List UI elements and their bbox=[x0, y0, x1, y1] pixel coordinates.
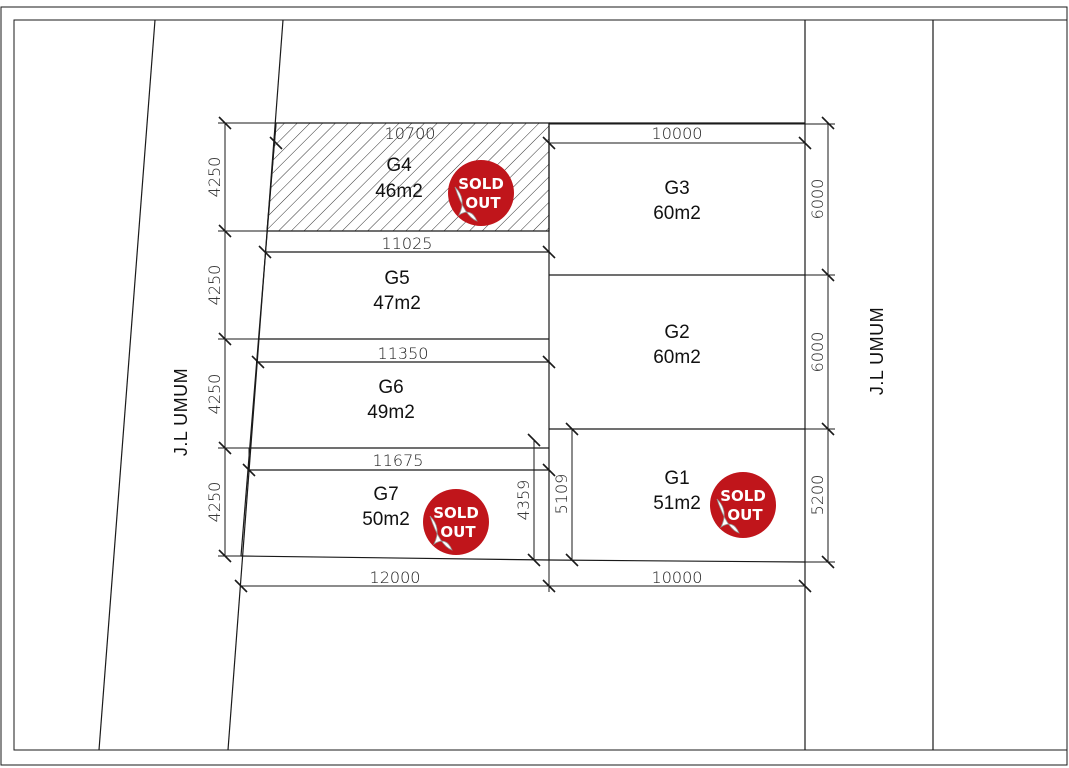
sold-out-sticker-g1: SOLD OUT bbox=[710, 472, 776, 538]
plot-g3-label[interactable]: G3 60m2 bbox=[653, 178, 701, 224]
dim-right-g1: 5200 bbox=[808, 475, 827, 516]
dim-left-g7: 4250 bbox=[205, 482, 224, 523]
plot-g7-bottom bbox=[240, 555, 550, 561]
plot-g7-area: 50m2 bbox=[362, 509, 410, 530]
left-road-edge-inner bbox=[227, 19, 284, 751]
plot-g4-label[interactable]: G4 46m2 bbox=[375, 155, 423, 202]
plot-g6-name: G6 bbox=[378, 377, 403, 398]
plot-g4-name: G4 bbox=[386, 155, 412, 176]
dim-top-right: 10000 bbox=[652, 124, 703, 143]
dim-left-g4: 4250 bbox=[205, 157, 224, 198]
plot-g1-name: G1 bbox=[664, 468, 689, 489]
dim-g7-depth: 4359 bbox=[514, 480, 533, 521]
dim-g7-width: 11675 bbox=[373, 451, 424, 470]
left-road-label: J.L UMUM bbox=[171, 368, 191, 456]
sold-out-sticker-g4: SOLD OUT bbox=[448, 160, 514, 226]
sticker-text-out: OUT bbox=[440, 523, 476, 541]
plot-g1-area: 51m2 bbox=[653, 493, 701, 514]
peel-corner-icon bbox=[454, 186, 478, 222]
sticker-text-sold: SOLD bbox=[720, 487, 766, 505]
dim-g6-width: 11350 bbox=[378, 344, 429, 363]
dim-g4-width: 10700 bbox=[385, 124, 436, 143]
dimension-ticks bbox=[218, 116, 835, 593]
plot-g5-name: G5 bbox=[384, 268, 409, 289]
plot-g2-name: G2 bbox=[664, 322, 689, 343]
left-road-edge-outer bbox=[98, 19, 156, 751]
plot-g6-area: 49m2 bbox=[367, 402, 415, 423]
sticker-text-sold: SOLD bbox=[433, 504, 479, 522]
plot-g7-label[interactable]: G7 50m2 bbox=[362, 484, 410, 530]
plot-g4-area: 46m2 bbox=[375, 181, 423, 202]
plot-g7-name: G7 bbox=[373, 484, 398, 505]
plot-g1-bottom bbox=[548, 559, 806, 563]
peel-corner-icon bbox=[716, 498, 740, 534]
dim-right-g2: 6000 bbox=[808, 332, 827, 373]
sticker-text-sold: SOLD bbox=[458, 175, 504, 193]
plot-g1-label[interactable]: G1 51m2 bbox=[653, 468, 701, 514]
dim-bottom-right: 10000 bbox=[652, 568, 703, 587]
plot-g5-area: 47m2 bbox=[373, 293, 421, 314]
dim-g1-depth: 5109 bbox=[552, 474, 571, 515]
plot-g3-name: G3 bbox=[664, 178, 689, 199]
sheet-inner-border bbox=[13, 19, 1068, 751]
sold-out-sticker-g7: SOLD OUT bbox=[423, 489, 489, 555]
plot-g5-label[interactable]: G5 47m2 bbox=[373, 268, 421, 314]
plot-g3-area: 60m2 bbox=[653, 203, 701, 224]
dim-left-g6: 4250 bbox=[205, 374, 224, 415]
sticker-text-out: OUT bbox=[465, 194, 501, 212]
dim-g5-width: 11025 bbox=[382, 234, 433, 253]
dim-left-g5: 4250 bbox=[205, 265, 224, 306]
sheet-outer-border bbox=[0, 6, 1068, 766]
right-road-label: J.L UMUM bbox=[867, 307, 887, 395]
peel-corner-icon bbox=[429, 515, 453, 551]
plot-g6-label[interactable]: G6 49m2 bbox=[367, 377, 415, 423]
sticker-text-out: OUT bbox=[727, 506, 763, 524]
plot-g2-area: 60m2 bbox=[653, 347, 701, 368]
dim-bottom-left: 12000 bbox=[370, 568, 421, 587]
dim-right-g3: 6000 bbox=[808, 179, 827, 220]
plot-g2-label[interactable]: G2 60m2 bbox=[653, 322, 701, 368]
